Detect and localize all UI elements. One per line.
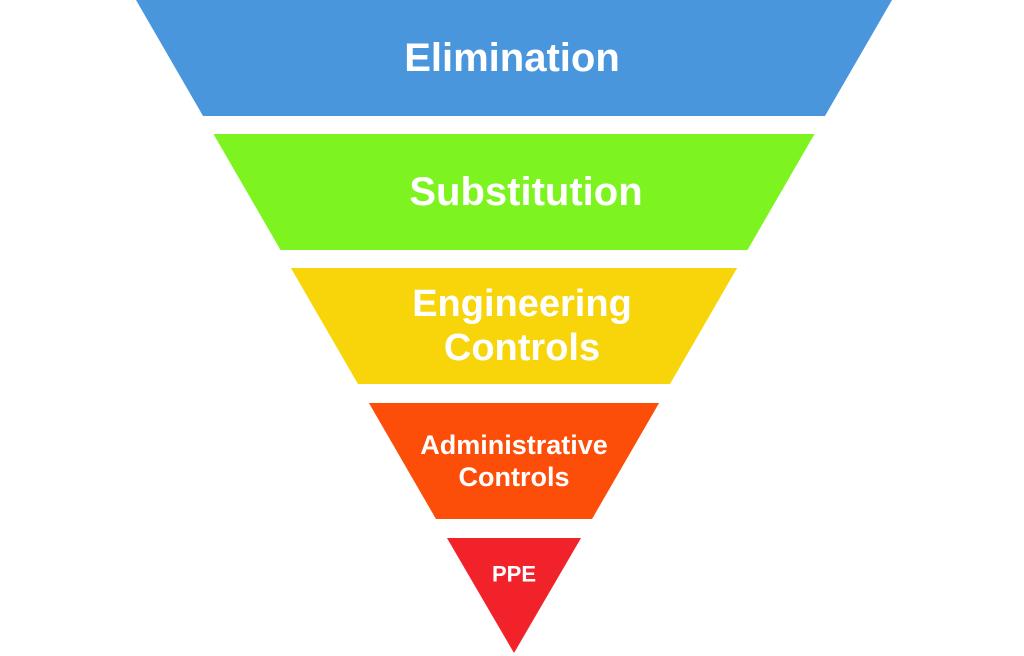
tier-administrative-label-line-2: Controls xyxy=(459,462,570,492)
tier-ppe xyxy=(446,538,582,653)
tier-engineering xyxy=(290,268,738,384)
tier-engineering-label-line-2: Controls xyxy=(444,327,600,369)
tier-ppe-label-line-1: PPE xyxy=(492,562,536,587)
tier-engineering-label-line-1: Engineering xyxy=(412,283,632,325)
tier-substitution xyxy=(213,134,815,250)
tier-elimination xyxy=(136,0,892,116)
tier-elimination-label-line-1: Elimination xyxy=(404,36,620,80)
tier-substitution-label-line-1: Substitution xyxy=(409,170,642,214)
tier-administrative-label-line-1: Administrative xyxy=(420,430,608,460)
tier-administrative xyxy=(368,403,660,519)
